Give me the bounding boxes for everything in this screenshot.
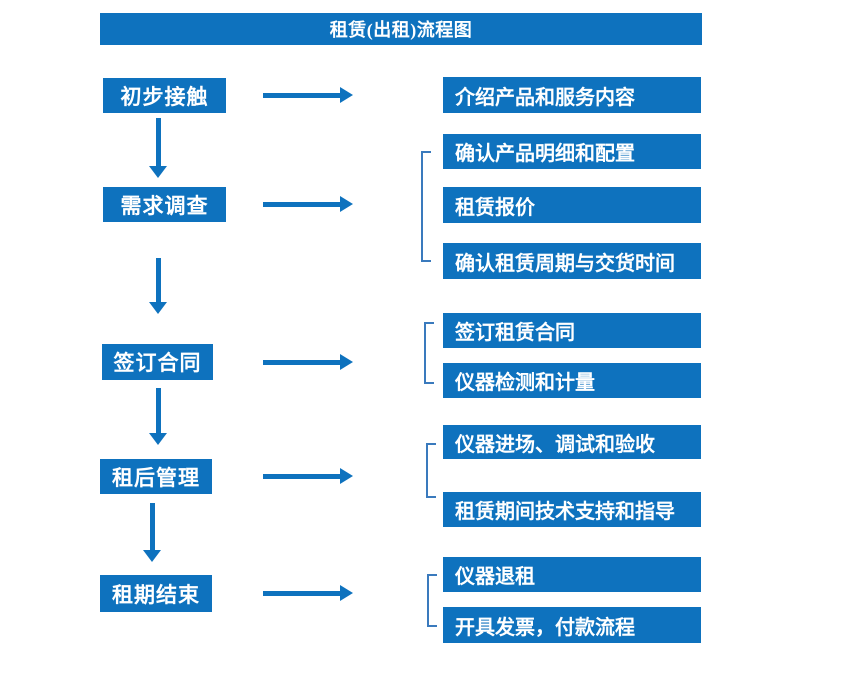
arrow-shaft: [263, 92, 341, 98]
arrow-head: [340, 196, 353, 212]
group-bracket-rental-end: [427, 574, 437, 627]
group-bracket-sign-contract: [424, 322, 434, 384]
flow-arrow-down-2: [149, 258, 167, 314]
arrow-head: [340, 354, 353, 370]
arrow-shaft: [263, 201, 341, 207]
flow-arrow-right-1: [263, 87, 353, 103]
arrow-head: [149, 433, 167, 445]
arrow-head: [149, 166, 167, 178]
step-box-post-rental-management: 租后管理: [100, 459, 212, 494]
detail-box-introduce-products: 介绍产品和服务内容: [443, 77, 701, 113]
detail-box-rental-quote: 租赁报价: [443, 187, 701, 223]
step-box-initial-contact: 初步接触: [103, 78, 226, 113]
detail-box-confirm-rental-period: 确认租赁周期与交货时间: [443, 243, 701, 279]
step-box-sign-contract: 签订合同: [102, 344, 213, 380]
step-box-demand-survey: 需求调查: [103, 187, 226, 222]
arrow-head: [340, 87, 353, 103]
page-title: 租赁(出租)流程图: [100, 13, 702, 45]
step-box-rental-end: 租期结束: [100, 575, 212, 612]
arrow-shaft: [263, 359, 341, 365]
detail-box-technical-support: 租赁期间技术支持和指导: [443, 492, 701, 527]
detail-box-confirm-product-details: 确认产品明细和配置: [443, 134, 701, 169]
arrow-shaft: [149, 503, 155, 550]
arrow-head: [340, 585, 353, 601]
group-bracket-demand-survey: [421, 151, 431, 262]
flow-arrow-down-3: [149, 388, 167, 445]
flow-arrow-down-4: [143, 503, 161, 562]
detail-box-instrument-entry-acceptance: 仪器进场、调试和验收: [443, 425, 701, 459]
arrow-head: [149, 302, 167, 314]
arrow-shaft: [263, 473, 341, 479]
detail-box-instrument-inspection: 仪器检测和计量: [443, 363, 701, 398]
flow-arrow-down-1: [149, 118, 167, 178]
flow-arrow-right-3: [263, 354, 353, 370]
flow-arrow-right-5: [263, 585, 353, 601]
arrow-shaft: [155, 258, 161, 302]
arrow-shaft: [155, 118, 161, 166]
flow-arrow-right-2: [263, 196, 353, 212]
detail-box-sign-rental-contract: 签订租赁合同: [443, 313, 701, 348]
group-bracket-post-rental: [426, 443, 436, 498]
arrow-head: [143, 550, 161, 562]
arrow-shaft: [155, 388, 161, 433]
flow-arrow-right-4: [263, 468, 353, 484]
detail-box-invoice-payment: 开具发票，付款流程: [443, 607, 701, 643]
arrow-head: [340, 468, 353, 484]
detail-box-instrument-return: 仪器退租: [443, 557, 701, 592]
arrow-shaft: [263, 590, 341, 596]
